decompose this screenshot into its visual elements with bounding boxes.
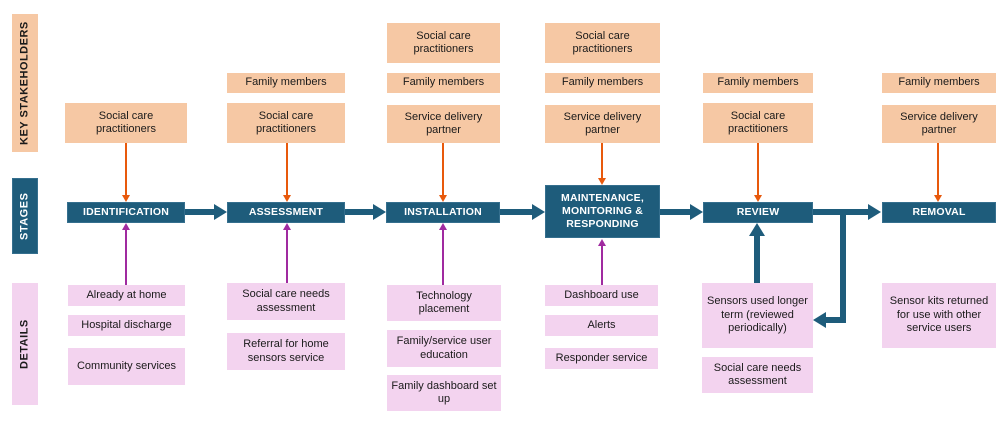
stakeholder-box: Service delivery partner — [882, 105, 996, 143]
detail-box: Sensors used longer term (reviewed perio… — [702, 283, 813, 348]
detail-box: Dashboard use — [545, 285, 658, 306]
feedback-loop-arrow — [826, 317, 846, 323]
stage-box-identification: IDENTIFICATION — [67, 202, 185, 223]
arrow-up-icon — [283, 223, 291, 230]
arrow-up-icon — [749, 223, 765, 236]
flow-arrow — [813, 209, 868, 215]
stakeholder-arrow — [757, 143, 759, 195]
review-up-arrow — [754, 234, 760, 283]
stakeholder-box: Family members — [545, 73, 660, 93]
arrow-right-icon — [373, 204, 386, 220]
arrow-right-icon — [214, 204, 227, 220]
detail-box: Social care needs assessment — [702, 357, 813, 393]
detail-box: Alerts — [545, 315, 658, 336]
stakeholder-box: Family members — [703, 73, 813, 93]
stakeholder-box: Family members — [882, 73, 996, 93]
arrow-up-icon — [122, 223, 130, 230]
detail-box: Referral for home sensors service — [227, 333, 345, 370]
detail-arrow — [442, 230, 444, 285]
arrow-down-icon — [598, 178, 606, 185]
stakeholder-arrow — [286, 143, 288, 195]
detail-box: Already at home — [68, 285, 185, 306]
flow-arrow — [345, 209, 373, 215]
detail-box: Hospital discharge — [68, 315, 185, 336]
arrow-down-icon — [934, 195, 942, 202]
arrow-right-icon — [532, 204, 545, 220]
detail-box: Family dashboard set up — [387, 375, 501, 411]
stakeholder-box: Social care practitioners — [703, 103, 813, 143]
band-label-key-stakeholders: KEY STAKEHOLDERS — [12, 14, 38, 152]
arrow-down-icon — [754, 195, 762, 202]
detail-box: Technology placement — [387, 285, 501, 321]
stakeholder-arrow — [125, 143, 127, 195]
stakeholder-arrow — [442, 143, 444, 195]
stakeholder-box: Service delivery partner — [545, 105, 660, 143]
stage-box-review: REVIEW — [703, 202, 813, 223]
stakeholder-arrow — [937, 143, 939, 195]
band-label-stages: STAGES — [12, 178, 38, 254]
flow-arrow — [660, 209, 690, 215]
stakeholder-arrow — [601, 143, 603, 178]
stage-box-removal: REMOVAL — [882, 202, 996, 223]
detail-box: Responder service — [545, 348, 658, 369]
stakeholder-box: Social care practitioners — [227, 103, 345, 143]
detail-arrow — [125, 230, 127, 285]
flow-arrow — [500, 209, 532, 215]
stakeholder-box: Service delivery partner — [387, 105, 500, 143]
arrow-down-icon — [283, 195, 291, 202]
stakeholder-box: Social care practitioners — [65, 103, 187, 143]
stakeholder-box: Social care practitioners — [545, 23, 660, 63]
detail-box: Social care needs assessment — [227, 283, 345, 320]
arrow-up-icon — [439, 223, 447, 230]
stage-box-assessment: ASSESSMENT — [227, 202, 345, 223]
detail-box: Family/service user education — [387, 330, 501, 367]
arrow-right-icon — [690, 204, 703, 220]
flow-arrow — [185, 209, 214, 215]
stakeholder-box: Family members — [227, 73, 345, 93]
stakeholder-box: Family members — [387, 73, 500, 93]
arrow-right-icon — [868, 204, 881, 220]
band-label-details: DETAILS — [12, 283, 38, 405]
arrow-left-icon — [813, 312, 826, 328]
feedback-loop-arrow — [840, 213, 846, 320]
detail-box: Community services — [68, 348, 185, 385]
stage-box-installation: INSTALLATION — [386, 202, 500, 223]
arrow-up-icon — [598, 239, 606, 246]
detail-box: Sensor kits returned for use with other … — [882, 283, 996, 348]
detail-arrow — [601, 246, 603, 285]
arrow-down-icon — [122, 195, 130, 202]
arrow-down-icon — [439, 195, 447, 202]
stage-box-maintenance: MAINTENANCE, MONITORING & RESPONDING — [545, 185, 660, 238]
stakeholder-box: Social care practitioners — [387, 23, 500, 63]
detail-arrow — [286, 230, 288, 283]
